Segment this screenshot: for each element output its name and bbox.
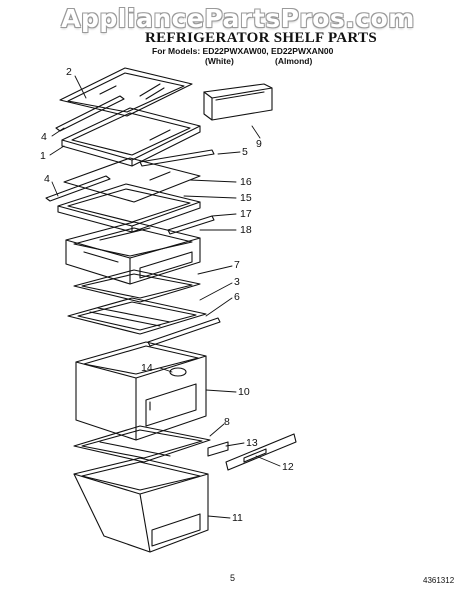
crisper-trim-6 bbox=[147, 317, 221, 347]
page-number: 5 bbox=[230, 573, 236, 583]
callout-11: 11 bbox=[232, 512, 243, 524]
shelf-frame-1 bbox=[61, 107, 201, 167]
page-title: REFRIGERATOR SHELF PARTS bbox=[145, 30, 377, 46]
watermark: AppliancePartsPros.com bbox=[61, 4, 415, 33]
glass-shelf-top bbox=[59, 67, 193, 117]
callout-17: 17 bbox=[240, 208, 252, 220]
callout-16: 16 bbox=[240, 176, 252, 188]
callout-7: 7 bbox=[234, 259, 240, 271]
callout-15: 15 bbox=[240, 192, 252, 204]
callout-4-upper: 4 bbox=[41, 131, 47, 143]
callout-1: 1 bbox=[40, 150, 46, 162]
crisper-pan-11 bbox=[73, 457, 209, 553]
front-trim-5 bbox=[139, 149, 215, 167]
shelf-frame-15 bbox=[57, 183, 201, 233]
color-almond-label: (Almond) bbox=[275, 56, 313, 66]
callout-10: 10 bbox=[238, 386, 250, 398]
document-number: 4361312 bbox=[423, 576, 455, 585]
callout-13: 13 bbox=[246, 437, 258, 449]
callout-18: 18 bbox=[240, 224, 252, 236]
callout-14: 14 bbox=[141, 362, 153, 374]
crisper-drawer-10 bbox=[75, 341, 207, 441]
callout-12: 12 bbox=[282, 461, 294, 473]
glass-panel-16 bbox=[63, 157, 201, 203]
callout-6: 6 bbox=[234, 291, 240, 303]
model-numbers: For Models: ED22PWXAW00, ED22PWXAN00 bbox=[152, 46, 334, 56]
crisper-cover-frame-3 bbox=[67, 297, 207, 335]
callout-5: 5 bbox=[242, 146, 248, 158]
shelf-rail-upper bbox=[55, 95, 125, 132]
front-trim-17 bbox=[167, 215, 215, 235]
leader-lines bbox=[49, 75, 281, 519]
shelf-rail-lower bbox=[45, 175, 111, 202]
color-white-label: (White) bbox=[205, 56, 234, 66]
callout-2: 2 bbox=[66, 66, 72, 78]
door-bin bbox=[203, 83, 273, 121]
slide-cover-7 bbox=[73, 269, 201, 303]
callout-4-lower: 4 bbox=[44, 173, 50, 185]
callout-8: 8 bbox=[224, 416, 230, 428]
callout-3: 3 bbox=[234, 276, 240, 288]
lower-cover-8 bbox=[73, 425, 211, 463]
callout-9: 9 bbox=[256, 138, 262, 150]
clip-13 bbox=[207, 441, 229, 457]
humidity-control-12 bbox=[225, 433, 297, 471]
